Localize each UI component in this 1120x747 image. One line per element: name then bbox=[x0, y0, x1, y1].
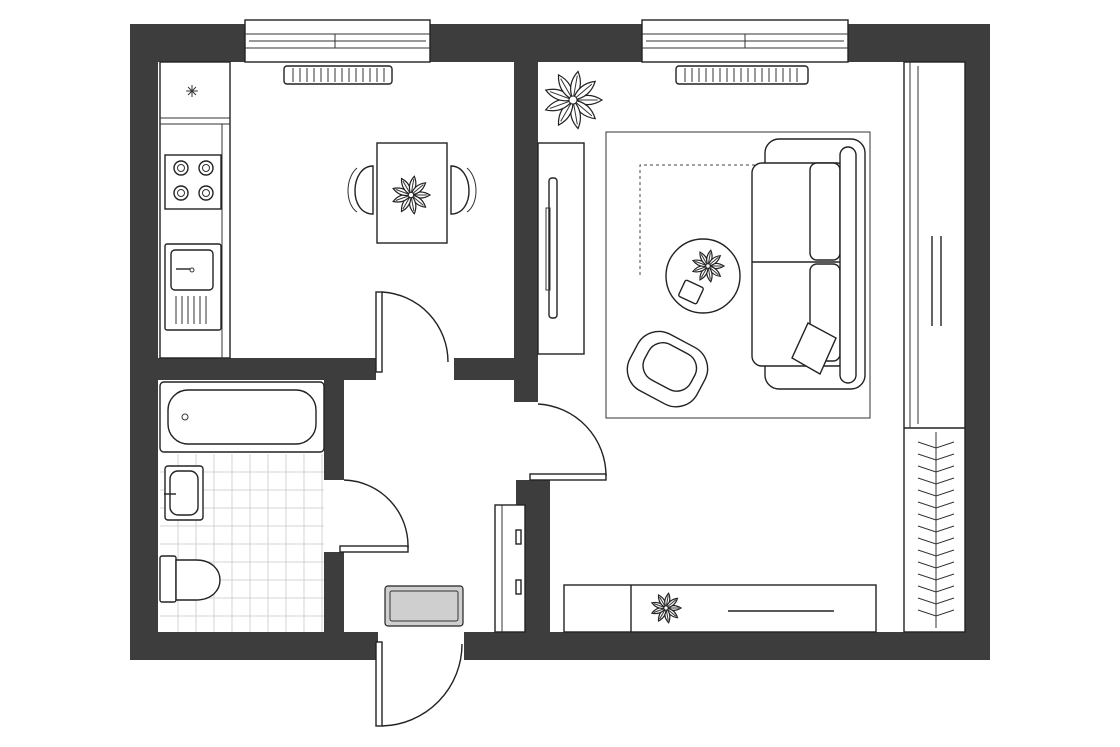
radiator-icon bbox=[675, 65, 809, 85]
wall-kitchen-bottom-left bbox=[130, 358, 376, 380]
door-icon bbox=[339, 479, 409, 553]
door-icon bbox=[375, 291, 449, 373]
wardrobe-icon bbox=[903, 61, 966, 633]
door-mat bbox=[384, 585, 464, 627]
fridge-snowflake-icon bbox=[186, 85, 198, 97]
plant-icon bbox=[544, 70, 604, 130]
stove-icon bbox=[164, 154, 222, 210]
kitchen-sink-icon bbox=[164, 243, 222, 331]
radiator-icon bbox=[283, 65, 393, 85]
wall-bottom-right bbox=[464, 632, 990, 660]
door-icon bbox=[375, 641, 463, 727]
walls bbox=[130, 24, 990, 660]
rug bbox=[605, 131, 871, 419]
dining-chair-right bbox=[450, 165, 477, 215]
wardrobe-hangers bbox=[917, 441, 955, 617]
toilet-icon bbox=[159, 555, 221, 603]
armchair-icon bbox=[626, 330, 709, 408]
dining-chair-left bbox=[347, 165, 374, 215]
bathroom-sink-icon bbox=[164, 465, 204, 521]
shoe-cabinet bbox=[494, 504, 526, 633]
wall-kitchen-bottom-right bbox=[454, 358, 538, 380]
wall-bathroom-right-upper bbox=[324, 370, 344, 480]
wall-right bbox=[965, 24, 990, 660]
cushion-icon bbox=[791, 322, 837, 375]
window-kitchen bbox=[244, 19, 431, 63]
bathtub-icon bbox=[159, 381, 325, 453]
plant-icon bbox=[691, 249, 726, 283]
tv-cabinet bbox=[563, 584, 877, 633]
plant-icon bbox=[650, 592, 683, 624]
sofa-icon bbox=[751, 138, 866, 390]
tv-stand bbox=[537, 142, 585, 355]
plant-icon bbox=[392, 175, 432, 215]
wall-kitchen-living bbox=[514, 24, 538, 354]
wall-bathroom-right-lower bbox=[324, 552, 344, 660]
door-icon bbox=[529, 403, 607, 481]
wall-left bbox=[130, 24, 158, 660]
window-living bbox=[641, 19, 849, 63]
